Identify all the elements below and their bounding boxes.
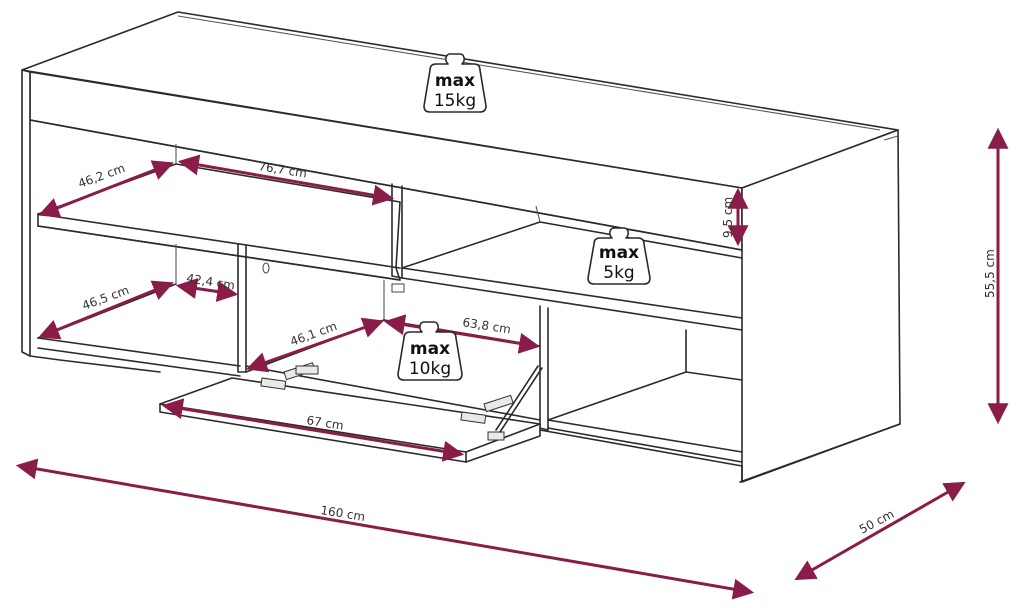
- bracket-icon: [391, 283, 405, 293]
- label-total-width: 160 cm: [320, 503, 367, 524]
- dim-arrow-lower-left-width: [175, 278, 239, 302]
- dim-arrow-top-shelf-depth: [38, 160, 174, 218]
- weight-badge-shelf: max 5kg: [587, 227, 651, 285]
- hinge-right: [460, 365, 543, 441]
- screw-icon: [262, 262, 270, 274]
- weight-flap-value: 10kg: [409, 359, 451, 379]
- label-total-height: 55,5 cm: [983, 249, 997, 298]
- weight-icon: [587, 227, 651, 285]
- weight-badge-top: max 15kg: [423, 53, 487, 113]
- weight-icon: [423, 53, 487, 113]
- weight-badge-flap: max 10kg: [397, 321, 463, 381]
- dim-arrow-flap-width: [161, 398, 465, 462]
- weight-icon: [397, 321, 463, 381]
- weight-shelf-label: max: [599, 243, 639, 263]
- dim-arrow-total-depth: [794, 481, 966, 581]
- dim-arrow-flap-depth: [246, 317, 384, 373]
- label-lower-left-depth: 46,5 cm: [80, 283, 131, 313]
- weight-shelf-value: 5kg: [603, 263, 634, 283]
- label-drawer-height: 9,5 cm: [721, 197, 735, 238]
- weight-top-label: max: [435, 71, 475, 91]
- weight-flap-label: max: [410, 339, 450, 359]
- dimension-arrows: [15, 127, 1009, 600]
- weight-top-value: 15kg: [434, 91, 476, 111]
- dim-arrow-top-shelf-width: [177, 154, 395, 206]
- label-flap-width: 67 cm: [306, 413, 345, 433]
- dim-arrow-flap-compartment-width: [383, 314, 541, 354]
- hinge-left: [260, 362, 319, 390]
- dim-arrow-total-width: [15, 458, 755, 600]
- dim-arrow-lower-left-depth: [38, 280, 174, 340]
